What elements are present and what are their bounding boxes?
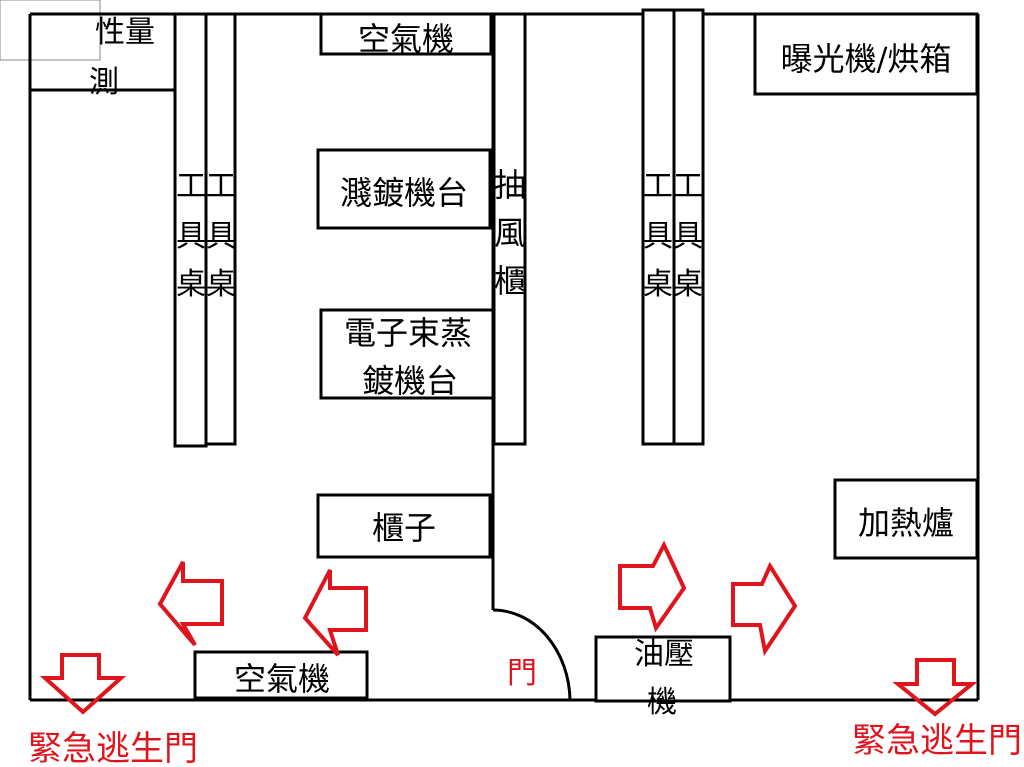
corner-room-line1: 性量 [95,15,155,50]
air-conditioner-top: 空氣機 [319,12,493,58]
fume-hood-char3: 櫃 [494,262,526,300]
bench-ra-char3: 桌 [643,267,673,302]
arrow-left-icon [302,569,368,657]
hydraulic-line1: 油壓 [634,637,694,672]
emergency-exit-left: 緊急逃生門 [28,729,198,767]
tool-bench-left-b: 工 具 桌 [204,12,237,446]
fume-hood-char1: 抽 [494,166,526,204]
arrow-right-icon [618,540,687,633]
fume-hood: 抽 風 櫃 [492,12,527,446]
bench-rb-char3: 桌 [673,267,703,302]
ebeam-line1: 電子束蒸 [344,314,472,352]
bench-ra-char1: 工 [643,169,673,204]
bench-lb-char1: 工 [206,169,236,204]
air-conditioner-bottom: 空氣機 [193,650,369,700]
arrow-left-icon [157,561,224,647]
door-swing [492,608,572,701]
hydraulic-line2: 機 [647,685,677,720]
cabinet-label: 櫃子 [372,509,436,547]
exposure-oven-box: 曝光機/烘箱 [753,12,979,96]
tool-bench-right-b: 工 具 桌 [672,8,705,446]
bench-la-char1: 工 [176,169,206,204]
exit-arrows [39,540,978,717]
ebeam-machine-box: 電子束蒸 鍍機台 [319,308,495,400]
sputter-label: 濺鍍機台 [340,174,468,212]
blank-corner-box [0,0,101,61]
tool-bench-right-a: 工 具 桌 [641,8,676,446]
hydraulic-press-box: 油壓 機 [594,635,732,720]
emergency-exit-right: 緊急逃生門 [852,721,1022,761]
fume-hood-char2: 風 [494,214,526,252]
arrow-down-icon [892,658,978,717]
door-label: 門 [507,656,537,691]
bench-rb-char2: 具 [673,219,703,254]
ebeam-line2: 鍍機台 [362,362,458,400]
bench-lb-char3: 桌 [206,267,236,302]
bench-la-char2: 具 [176,219,206,254]
corner-room-line2: 測 [89,65,119,100]
exposure-oven-label: 曝光機/烘箱 [781,40,952,78]
tool-bench-left-a: 工 具 桌 [173,12,208,448]
sputter-machine-box: 濺鍍機台 [316,148,492,230]
ac-bottom-label: 空氣機 [234,660,330,698]
ac-top-label: 空氣機 [358,20,454,58]
cabinet-box: 櫃子 [316,493,492,559]
heater-box: 加熱爐 [833,478,979,560]
bench-ra-char2: 具 [643,219,673,254]
arrow-right-icon [731,561,798,657]
bench-rb-char1: 工 [673,169,703,204]
bench-lb-char2: 具 [206,219,236,254]
arrow-down-icon [39,653,127,715]
bench-la-char3: 桌 [176,267,206,302]
heater-label: 加熱爐 [858,504,954,542]
left-corner-room: 性量 測 [28,14,175,100]
